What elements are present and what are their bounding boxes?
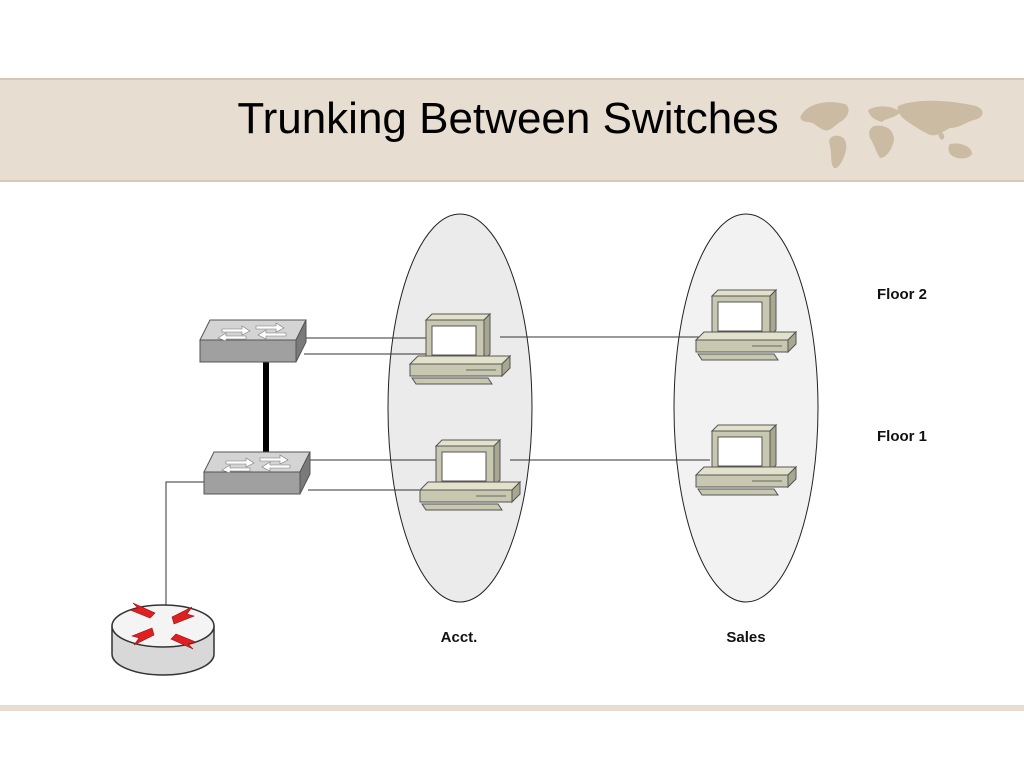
vlan-sales-ellipse (673, 213, 819, 603)
vlan-label-sales: Sales (726, 629, 765, 646)
switch-floor2-icon[interactable] (199, 319, 307, 363)
floor-label-1: Floor 1 (877, 428, 927, 445)
footer-divider (0, 705, 1024, 711)
link-switch1-router (165, 481, 206, 612)
world-map-decoration (800, 100, 983, 169)
vlan-acct-ellipse (387, 213, 533, 603)
slide-title: Trunking Between Switches (237, 94, 779, 143)
router-icon[interactable] (111, 602, 215, 676)
vlan-label-acct: Acct. (441, 629, 478, 646)
header-band (0, 78, 1024, 182)
floor-label-2: Floor 2 (877, 286, 927, 303)
switch-floor1-icon[interactable] (203, 451, 311, 495)
